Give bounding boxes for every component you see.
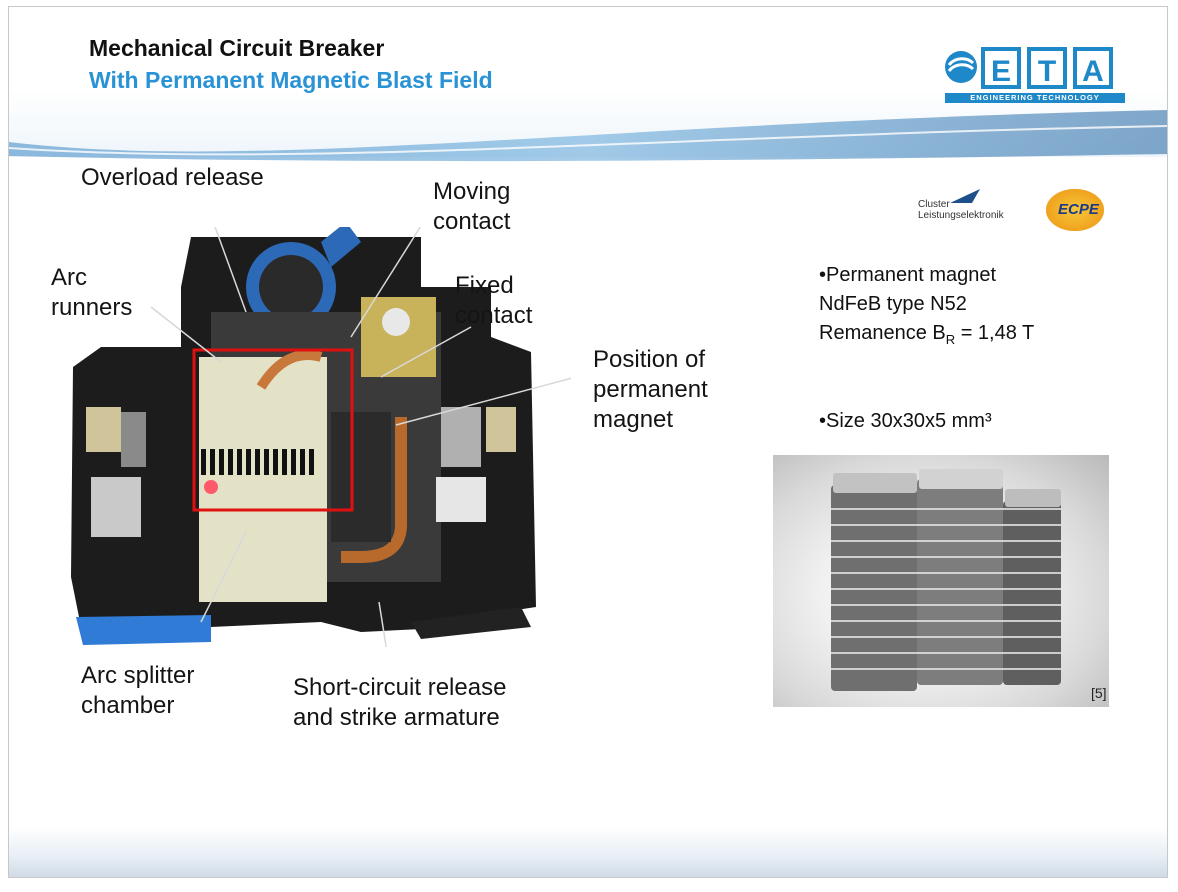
callout-fixed-contact: Fixed contact xyxy=(455,271,532,331)
eta-logo: E T A ENGINEERING TECHNOLOGY xyxy=(937,37,1133,107)
bullet-line2: NdFeB type N52 xyxy=(819,293,967,315)
callout-arc-runners-line2: runners xyxy=(51,294,133,321)
callout-short-circuit: Short-circuit release and strike armatur… xyxy=(293,673,506,733)
cluster-logo: Cluster Leistungselektronik xyxy=(918,199,1004,221)
svg-text:E: E xyxy=(991,55,1011,88)
remanence-label: Remanence B xyxy=(819,322,946,344)
circuit-breaker-photo xyxy=(71,227,571,647)
callout-position-magnet-line1: Position of xyxy=(593,346,706,373)
bullet-permanent-magnet: •Permanent magnet NdFeB type N52 Remanen… xyxy=(819,261,1034,354)
header-swoosh xyxy=(9,110,1167,162)
bullet-size: •Size 30x30x5 mm³ xyxy=(819,410,992,432)
callout-moving-contact-line2: contact xyxy=(433,208,511,235)
callout-short-circuit-line1: Short-circuit release xyxy=(293,674,507,701)
bullet-line3: Remanence BR = 1,48 T xyxy=(819,319,1034,354)
callout-arc-splitter: Arc splitter chamber xyxy=(81,661,194,721)
bullet-line1: •Permanent magnet xyxy=(819,264,997,286)
callout-position-magnet: Position of permanent magnet xyxy=(593,345,708,435)
callout-fixed-contact-line2: contact xyxy=(455,302,533,329)
callout-overload-release: Overload release xyxy=(81,164,264,191)
eta-logo-mark: E T A xyxy=(945,47,1125,103)
remanence-value: = 1,48 T xyxy=(955,322,1035,344)
remanence-subscript: R xyxy=(945,332,956,347)
callout-fixed-contact-line1: Fixed xyxy=(455,272,514,299)
svg-text:A: A xyxy=(1082,55,1104,88)
callout-position-magnet-line3: magnet xyxy=(593,406,674,433)
magnet-stack-graphic xyxy=(831,469,1061,691)
svg-text:T: T xyxy=(1038,55,1056,88)
footer-band xyxy=(9,827,1167,877)
eta-logo-tagline: ENGINEERING TECHNOLOGY xyxy=(970,93,1100,102)
cluster-logo-mark xyxy=(950,189,980,203)
magnet-stack-photo xyxy=(773,455,1109,707)
ecpe-logo: ECPE xyxy=(1046,189,1104,231)
slide-subtitle: With Permanent Magnetic Blast Field xyxy=(89,67,493,93)
callout-short-circuit-line2: and strike armature xyxy=(293,704,500,731)
cluster-logo-line1: Cluster xyxy=(918,199,950,210)
ecpe-logo-text: ECPE xyxy=(1058,201,1099,218)
callout-arc-runners-line1: Arc xyxy=(51,264,87,291)
callout-arc-splitter-line2: chamber xyxy=(81,692,175,719)
cluster-logo-line2: Leistungselektronik xyxy=(918,210,1004,221)
callout-arc-runners: Arc runners xyxy=(51,263,132,323)
callout-arc-splitter-line1: Arc splitter xyxy=(81,662,195,689)
slide-title: Mechanical Circuit Breaker xyxy=(89,35,385,61)
callout-position-magnet-line2: permanent xyxy=(593,376,708,403)
callout-moving-contact-line1: Moving xyxy=(433,178,511,205)
slide: Mechanical Circuit Breaker With Permanen… xyxy=(8,6,1168,878)
reference-label: [5] xyxy=(1091,685,1107,701)
callout-moving-contact: Moving contact xyxy=(433,177,510,237)
